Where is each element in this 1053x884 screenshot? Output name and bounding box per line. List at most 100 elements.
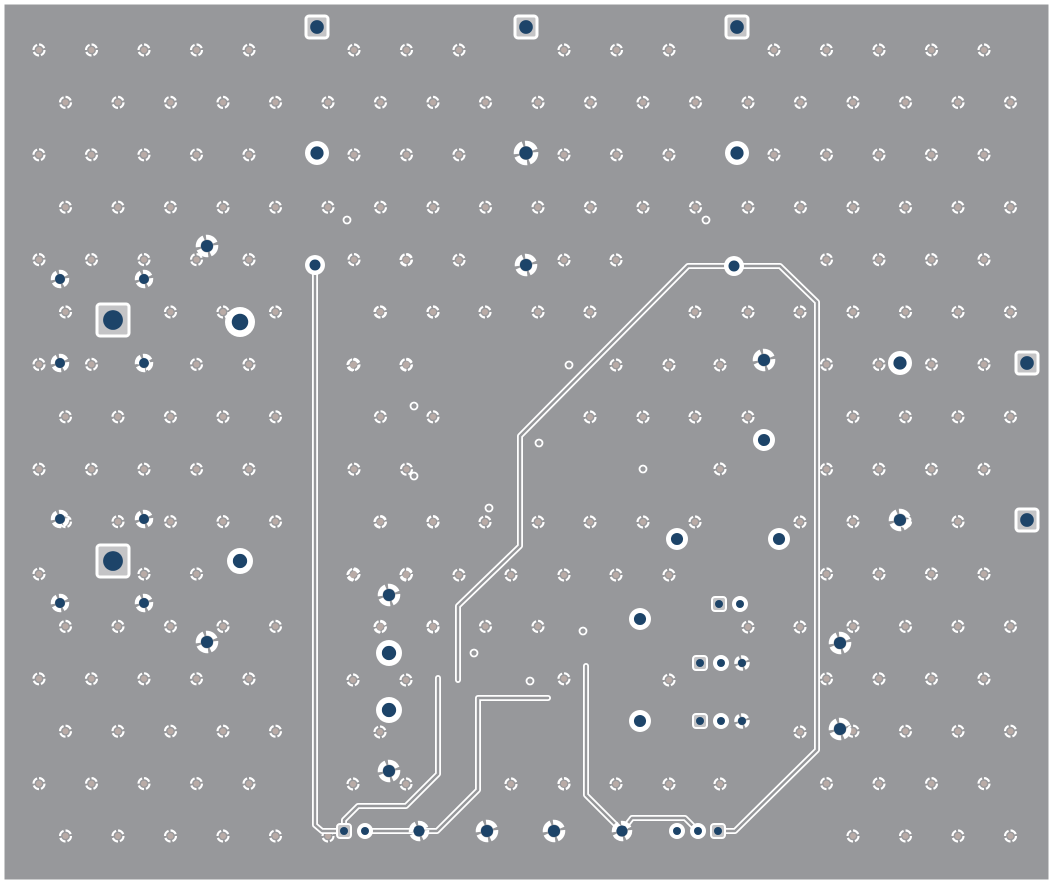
stitching-via <box>898 305 913 319</box>
small-via <box>578 626 588 636</box>
stitching-via <box>189 253 204 267</box>
stitching-via <box>163 305 178 319</box>
stitching-via <box>1003 619 1018 634</box>
stitching-via <box>347 43 361 57</box>
stitching-via <box>741 95 755 110</box>
round-pad <box>305 255 325 275</box>
stitching-via <box>426 95 440 110</box>
stitching-via <box>662 148 676 162</box>
stitching-via <box>713 358 727 372</box>
stitching-via <box>399 462 414 476</box>
stitching-via <box>741 410 755 424</box>
small-via <box>342 215 352 225</box>
stitching-via <box>713 462 727 476</box>
stitching-via <box>84 43 99 57</box>
stitching-via <box>951 514 965 529</box>
stitching-via <box>688 515 702 529</box>
stitching-via <box>977 462 991 476</box>
stitching-via <box>741 620 755 634</box>
stitching-via <box>819 672 834 686</box>
round-pad <box>227 548 253 574</box>
thermal-pad <box>752 348 776 372</box>
stitching-via <box>399 253 413 267</box>
thermal-pad <box>50 593 70 613</box>
stitching-via <box>163 200 178 214</box>
stitching-via <box>189 776 204 791</box>
stitching-via <box>216 619 230 634</box>
thermal-pad <box>134 353 154 373</box>
stitching-via <box>924 776 939 791</box>
stitching-via <box>163 410 178 424</box>
stitching-via <box>373 95 388 110</box>
stitching-via <box>216 514 230 529</box>
stitching-via <box>268 410 283 424</box>
stitching-via <box>793 305 807 319</box>
stitching-via <box>741 200 755 214</box>
stitching-via <box>846 305 860 319</box>
stitching-vias <box>32 43 1018 843</box>
stitching-via <box>872 776 886 791</box>
round-pad <box>724 256 744 276</box>
stitching-via <box>84 148 99 162</box>
thermal-pad <box>734 713 750 729</box>
stitching-via <box>32 672 46 686</box>
stitching-via <box>924 672 939 686</box>
stitching-via <box>426 515 440 529</box>
stitching-via <box>662 358 676 372</box>
stitching-via <box>346 777 360 791</box>
round-pad <box>725 141 749 165</box>
stitching-via <box>793 620 807 634</box>
stitching-via <box>84 776 99 791</box>
stitching-via <box>189 567 204 581</box>
stitching-via <box>531 515 545 529</box>
stitching-via <box>32 567 46 581</box>
stitching-via <box>137 148 151 162</box>
stitching-via <box>426 305 440 319</box>
stitching-via <box>583 305 597 319</box>
stitching-via <box>977 672 991 686</box>
stitching-via <box>452 148 466 162</box>
stitching-via <box>163 95 178 110</box>
stitching-via <box>924 43 939 57</box>
stitching-via <box>741 305 755 319</box>
stitching-via <box>452 43 466 57</box>
stitching-via <box>268 724 283 738</box>
stitching-via <box>819 776 834 791</box>
round-pad <box>376 640 402 666</box>
stitching-via <box>399 673 413 687</box>
stitching-via <box>898 410 913 424</box>
square-pad <box>710 823 726 839</box>
stitching-via <box>268 514 283 529</box>
stitching-via <box>399 358 413 372</box>
stitching-via <box>636 515 650 529</box>
stitching-via <box>399 777 413 791</box>
stitching-via <box>924 253 939 267</box>
stitching-via <box>346 358 360 372</box>
stitching-via <box>163 829 178 843</box>
stitching-via <box>557 253 571 267</box>
stitching-via <box>609 777 623 791</box>
stitching-via <box>242 43 256 57</box>
stitching-via <box>609 148 624 162</box>
square-pad <box>513 14 539 40</box>
stitching-via <box>846 514 860 529</box>
stitching-via <box>557 568 571 582</box>
stitching-via <box>977 776 991 791</box>
square-pad <box>1014 350 1040 376</box>
stitching-via <box>58 410 73 424</box>
stitching-via <box>268 200 283 214</box>
stitching-via <box>898 619 913 634</box>
stitching-via <box>478 515 492 529</box>
stitching-via <box>373 725 387 739</box>
stitching-via <box>609 358 623 372</box>
stitching-via <box>163 724 178 738</box>
stitching-via <box>688 305 702 319</box>
stitching-via <box>504 777 518 791</box>
stitching-via <box>636 200 650 214</box>
stitching-via <box>583 410 597 424</box>
stitching-via <box>793 725 807 739</box>
round-pad <box>669 823 685 839</box>
stitching-via <box>268 829 283 843</box>
stitching-via <box>32 357 46 371</box>
